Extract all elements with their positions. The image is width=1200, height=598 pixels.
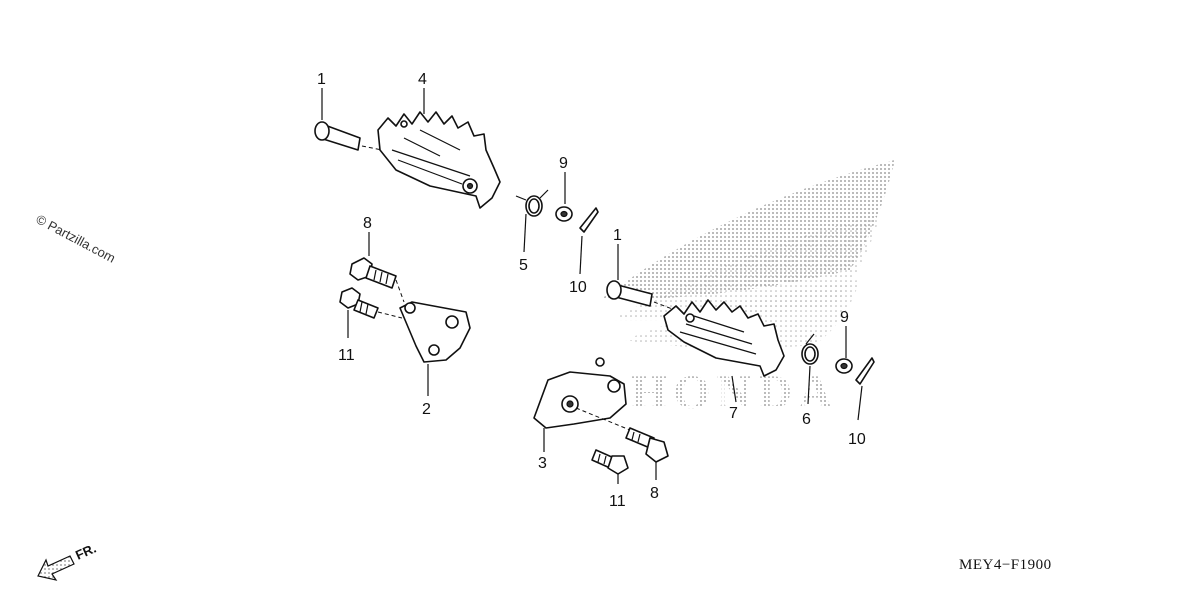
- flange-bolt-lower: [591, 449, 629, 475]
- callout-1-lower[interactable]: 1: [613, 227, 622, 244]
- callout-7[interactable]: 7: [729, 405, 738, 422]
- return-spring-upper: [515, 189, 549, 217]
- front-direction-label: FR.: [73, 541, 98, 563]
- callout-9-lower[interactable]: 9: [840, 309, 849, 326]
- flange-bolt-left: [339, 287, 379, 319]
- callout-labels: 1 4 9 5 10 8 11 2 1 9 7 6 10 3 11 8: [317, 71, 866, 510]
- flange-bolt-upper-left: [349, 257, 397, 289]
- flange-bolt-lower-right: [625, 427, 669, 463]
- washer-lower: [835, 358, 853, 374]
- cotter-pin-upper: [579, 207, 599, 233]
- callout-11-lower[interactable]: 11: [609, 493, 626, 510]
- callout-2[interactable]: 2: [422, 401, 431, 418]
- footpeg-lower: [663, 299, 785, 377]
- callout-4[interactable]: 4: [418, 71, 427, 88]
- honda-wing-logo: HONDA: [600, 160, 895, 419]
- footpeg-bracket-right: [533, 357, 631, 431]
- callout-6[interactable]: 6: [802, 411, 811, 428]
- callout-8-upper[interactable]: 8: [363, 215, 372, 232]
- footpeg-bracket-left: [377, 279, 471, 363]
- callout-1-upper[interactable]: 1: [317, 71, 326, 88]
- front-direction-arrow-icon: FR.: [37, 541, 98, 581]
- cotter-pin-lower: [855, 357, 875, 385]
- callout-10-lower[interactable]: 10: [848, 431, 866, 448]
- footpeg-pin-upper: [314, 121, 393, 153]
- callout-11-left[interactable]: 11: [338, 347, 355, 364]
- partzilla-watermark: © Partzilla.com: [34, 211, 118, 265]
- honda-logo-text: HONDA: [630, 366, 839, 419]
- callout-9-upper[interactable]: 9: [559, 155, 568, 172]
- diagram-code: MEY4−F1900: [959, 557, 1052, 573]
- callout-5[interactable]: 5: [519, 257, 528, 274]
- return-spring-lower: [801, 333, 819, 365]
- washer-upper: [555, 206, 573, 222]
- callout-3[interactable]: 3: [538, 455, 547, 472]
- callout-8-lower[interactable]: 8: [650, 485, 659, 502]
- callout-10-upper[interactable]: 10: [569, 279, 587, 296]
- footpeg-pin-lower: [606, 280, 681, 313]
- callout-leaders: [321, 88, 863, 484]
- footpeg-upper: [377, 111, 501, 209]
